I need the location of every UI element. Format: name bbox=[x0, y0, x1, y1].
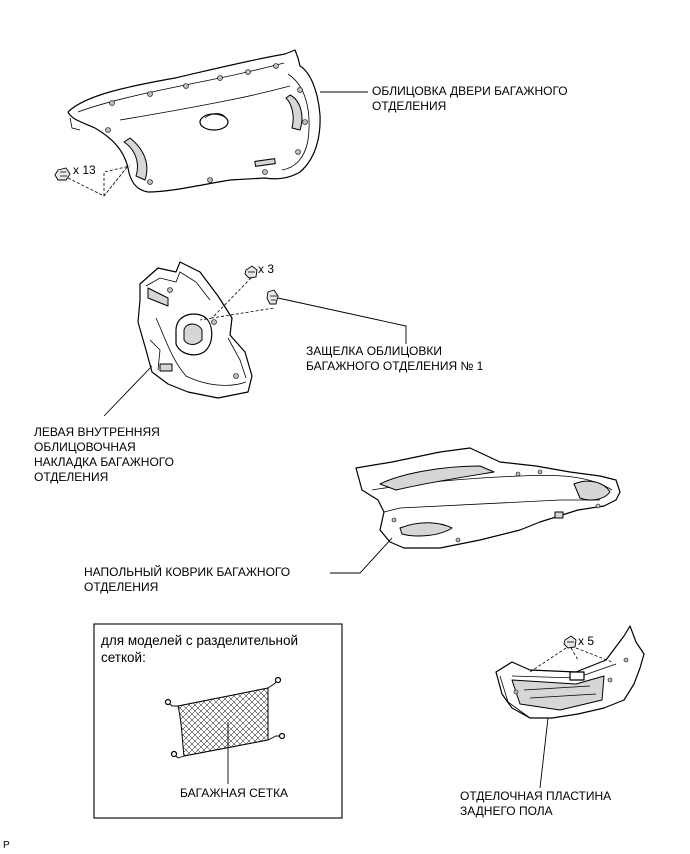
trunk-floor-mat bbox=[355, 447, 621, 549]
trunk-trim-clip-part bbox=[266, 289, 279, 305]
lid-clip-guide bbox=[67, 165, 129, 197]
net-box-title: для моделей с разделительной сеткой: bbox=[101, 633, 299, 665]
side-trim-leader bbox=[103, 365, 153, 417]
trunk-lid-trim bbox=[67, 49, 321, 193]
rear-floor-plate bbox=[495, 625, 645, 719]
plate-clip-guide bbox=[529, 647, 613, 673]
left-side-trim bbox=[137, 261, 253, 399]
plate-leader bbox=[539, 717, 549, 789]
qty-lid-clips: x 13 bbox=[73, 163, 96, 177]
plate-clip-icon bbox=[563, 635, 577, 649]
clip-leader bbox=[277, 297, 407, 344]
label-trunk-floor-mat: НАПОЛЬНЫЙ КОВРИК БАГАЖНОГО ОТДЕЛЕНИЯ bbox=[84, 565, 291, 594]
label-left-side-trim: ЛЕВАЯ ВНУТРЕННЯЯ ОБЛИЦОВОЧНАЯ НАКЛАДКА Б… bbox=[34, 425, 174, 484]
label-luggage-net: БАГАЖНАЯ СЕТКА bbox=[180, 786, 289, 800]
label-rear-floor-plate: ОТДЕЛОЧНАЯ ПЛАСТИНА ЗАДНЕГО ПОЛА bbox=[460, 789, 612, 818]
side-clip-icon bbox=[244, 265, 258, 279]
label-trunk-trim-clip: ЗАЩЕЛКА ОБЛИЦОВКИ БАГАЖНОГО ОТДЕЛЕНИЯ № … bbox=[306, 344, 484, 373]
side-clip-guide bbox=[199, 277, 275, 321]
qty-plate-clips: x 5 bbox=[578, 634, 595, 648]
luggage-net-part bbox=[164, 676, 286, 759]
net-models-box bbox=[93, 623, 343, 819]
label-trunk-lid-trim: ОБЛИЦОВКА ДВЕРИ БАГАЖНОГО ОТДЕЛЕНИЯ bbox=[372, 84, 568, 113]
qty-side-clips: x 3 bbox=[258, 262, 275, 276]
lid-clip-guide-2 bbox=[103, 165, 131, 196]
lid-clip-icon bbox=[54, 167, 71, 181]
floor-mat-leader bbox=[330, 537, 393, 574]
corner-mark: P bbox=[3, 840, 10, 851]
